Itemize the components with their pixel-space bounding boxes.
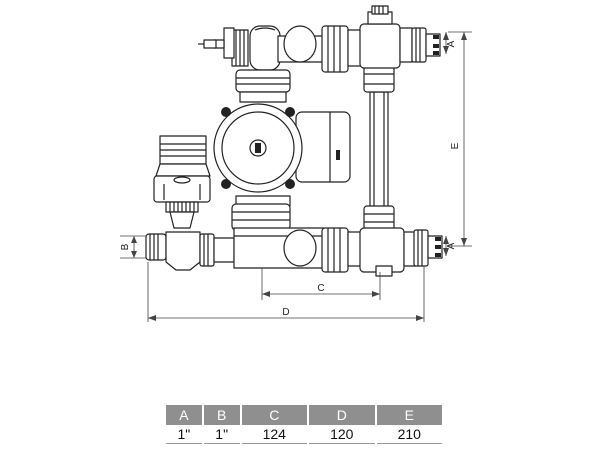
spec-header-e: E xyxy=(376,405,442,425)
bottom-ball-valve xyxy=(283,229,317,267)
dim-label-a-bottom: A xyxy=(446,242,457,249)
pump-terminal-box xyxy=(295,111,351,183)
dim-label-c: C xyxy=(317,283,324,294)
top-supply-line xyxy=(213,5,441,73)
spec-header-c: C xyxy=(241,405,308,425)
spec-value-d: 120 xyxy=(309,425,375,444)
dim-label-b: B xyxy=(120,243,131,250)
spec-header-a: A xyxy=(166,405,202,425)
left-inlet-nut xyxy=(145,233,167,261)
spec-value-b: 1" xyxy=(203,425,240,444)
pump-group-drawing: E A A B C D xyxy=(120,5,472,322)
spec-table-value-row: 1" 1" 124 120 210 xyxy=(166,425,442,444)
circulation-pump xyxy=(213,103,351,193)
pump-unions xyxy=(231,69,291,231)
dimension-lines xyxy=(120,31,472,322)
dim-label-a-top: A xyxy=(446,40,457,47)
spec-value-e: 210 xyxy=(376,425,442,444)
bottom-return-line xyxy=(145,227,443,277)
spec-value-a: 1" xyxy=(166,425,202,444)
dimension-arrows xyxy=(131,32,467,321)
top-ball-valve xyxy=(283,25,317,63)
dim-label-d: D xyxy=(282,307,289,318)
spec-header-b: B xyxy=(203,405,240,425)
spec-header-d: D xyxy=(309,405,375,425)
spec-value-c: 124 xyxy=(241,425,308,444)
dimension-spec-table: A B C D E 1" 1" 124 120 210 xyxy=(164,405,444,444)
bypass-pipe xyxy=(363,65,395,231)
top-valve-body xyxy=(359,23,401,69)
dim-label-e: E xyxy=(450,142,461,149)
spec-table-header-row: A B C D E xyxy=(166,405,442,425)
sensor-pin xyxy=(198,39,217,49)
mixing-valve-actuator xyxy=(153,135,211,229)
mixing-valve-body xyxy=(165,231,201,271)
